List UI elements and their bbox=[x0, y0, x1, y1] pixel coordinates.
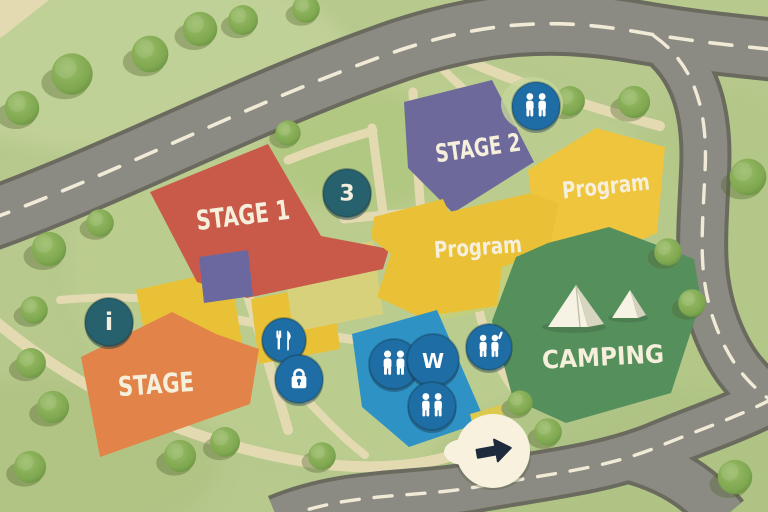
festival-areas bbox=[81, 80, 701, 457]
road-surface bbox=[627, 437, 741, 512]
tent-icon bbox=[548, 285, 588, 327]
road-centerline bbox=[0, 21, 768, 218]
poi-markers: 3 i W bbox=[84, 77, 563, 490]
program-center-label: Program bbox=[433, 232, 523, 264]
area-stage-west bbox=[81, 312, 259, 457]
wc-glyph: W bbox=[422, 349, 444, 373]
marker-lockers bbox=[274, 354, 324, 406]
tent-icon bbox=[612, 290, 638, 318]
footpath bbox=[0, 318, 468, 473]
stage-west-label: STAGE bbox=[117, 367, 195, 403]
footpath bbox=[0, 0, 50, 38]
footpath bbox=[367, 123, 388, 218]
arrow-right-icon bbox=[475, 438, 512, 463]
camping-label: CAMPING bbox=[541, 339, 664, 374]
people-waving-icon bbox=[465, 323, 513, 371]
area-program-center bbox=[371, 193, 559, 317]
area-stage2 bbox=[404, 80, 534, 213]
entrance-marker bbox=[444, 414, 531, 490]
road-centerline bbox=[652, 34, 768, 401]
marker-wc: W bbox=[406, 333, 460, 389]
marker-stop3: 3 bbox=[322, 168, 372, 220]
tent-fold bbox=[575, 284, 581, 328]
marker-people-a bbox=[368, 338, 420, 392]
info-glyph: i bbox=[105, 308, 113, 336]
road-centerline bbox=[294, 399, 768, 512]
footpath bbox=[283, 126, 378, 165]
area-purple-patch bbox=[199, 250, 253, 303]
people-icon bbox=[407, 381, 457, 431]
people-icon bbox=[511, 81, 561, 131]
marker-info: i bbox=[84, 297, 134, 349]
tent-icon bbox=[576, 285, 604, 327]
marker-people-b bbox=[407, 381, 457, 433]
marker-people-north bbox=[511, 81, 561, 133]
number-badge bbox=[322, 168, 372, 218]
stop3-number: 3 bbox=[339, 182, 354, 207]
camping-tents bbox=[542, 284, 648, 333]
marker-food bbox=[261, 317, 307, 364]
tent-icon bbox=[630, 290, 646, 318]
area-program-east bbox=[528, 128, 665, 260]
marker-people-c bbox=[465, 323, 513, 373]
info-icon bbox=[84, 297, 134, 347]
